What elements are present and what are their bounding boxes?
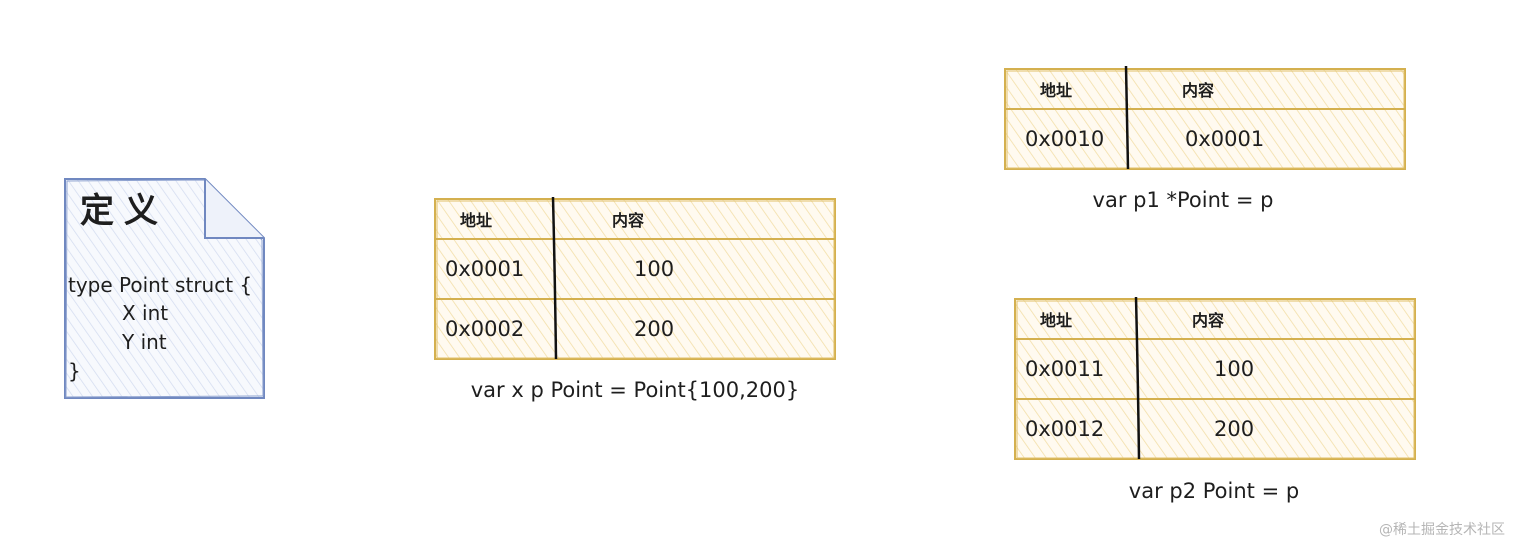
- column-divider: [1124, 65, 1130, 170]
- memory-table-p1: 地址 内容 0x0010 0x0001 var p1 *Point = p: [1004, 65, 1406, 212]
- code-line-struct: type Point struct {: [68, 273, 252, 297]
- watermark: @稀土掘金技术社区: [1379, 522, 1505, 538]
- table-background: [1014, 298, 1416, 460]
- cell-content: 100: [634, 257, 674, 281]
- header-address: 地址: [1040, 311, 1072, 330]
- cell-address: 0x0001: [445, 257, 524, 281]
- cell-content: 0x0001: [1185, 127, 1264, 151]
- header-content: 内容: [612, 211, 644, 230]
- table-sketch-outline: [1016, 300, 1415, 459]
- definition-document: 定义 type Point struct { X int Y int }: [64, 178, 265, 399]
- cell-content: 100: [1214, 357, 1254, 381]
- cell-address: 0x0010: [1025, 127, 1104, 151]
- code-line-field-y: Y int: [121, 330, 167, 354]
- column-divider: [551, 196, 558, 360]
- cell-content: 200: [634, 317, 674, 341]
- cell-address: 0x0002: [445, 317, 524, 341]
- table-background: [434, 198, 836, 360]
- cell-content: 200: [1214, 417, 1254, 441]
- header-content: 内容: [1192, 311, 1224, 330]
- table-sketch-outline: [436, 200, 835, 359]
- table-caption: var p1 *Point = p: [1093, 188, 1274, 212]
- header-address: 地址: [1040, 81, 1072, 100]
- table-background: [1004, 68, 1406, 170]
- document-title: 定义: [80, 191, 168, 231]
- memory-table-p: 地址 内容 0x0001 100 0x0002 200 var x p Poin…: [434, 196, 836, 402]
- table-caption: var x p Point = Point{100,200}: [471, 378, 800, 402]
- header-address: 地址: [460, 211, 492, 230]
- memory-table-p2: 地址 内容 0x0011 100 0x0012 200 var p2 Point…: [1014, 296, 1416, 503]
- table-caption: var p2 Point = p: [1129, 479, 1299, 503]
- header-content: 内容: [1182, 81, 1214, 100]
- column-divider: [1134, 296, 1141, 460]
- code-line-close-brace: }: [68, 359, 81, 383]
- table-sketch-outline: [1006, 70, 1405, 169]
- document-fold-corner: [204, 179, 264, 239]
- cell-address: 0x0012: [1025, 417, 1104, 441]
- cell-address: 0x0011: [1025, 357, 1104, 381]
- code-line-field-x: X int: [122, 301, 168, 325]
- document-shape-sketch: [65, 179, 264, 398]
